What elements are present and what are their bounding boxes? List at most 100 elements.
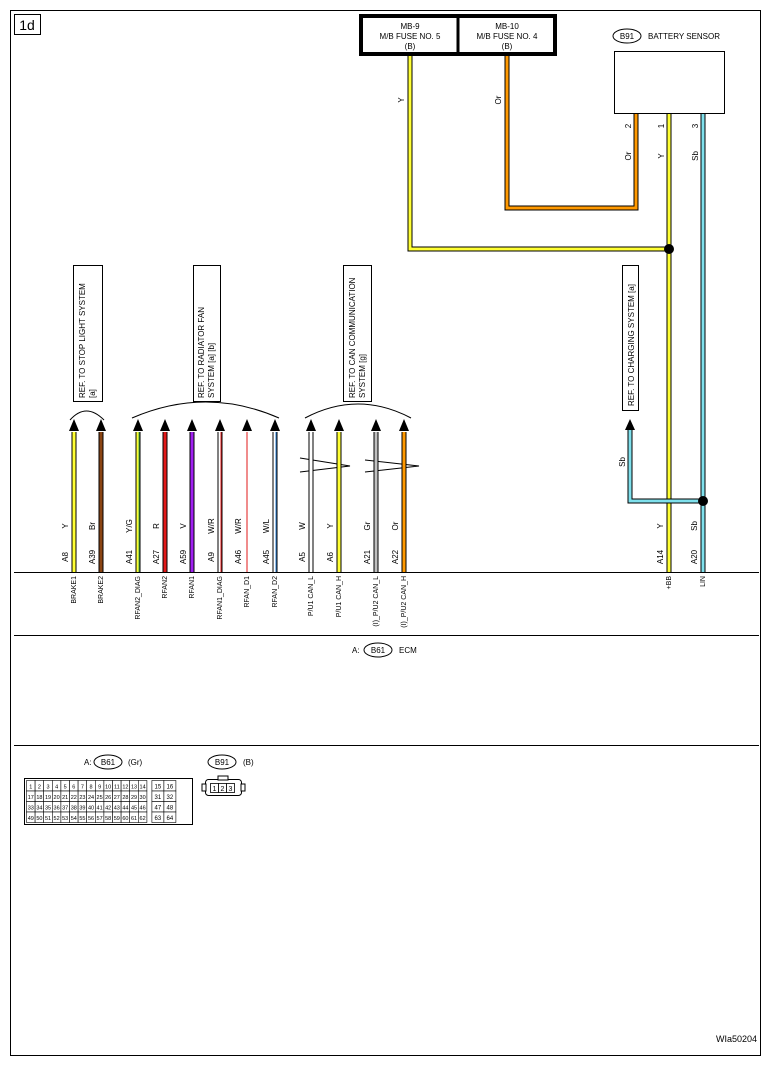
pin-number: 24 [88,795,94,801]
pin-number: 33 [28,806,34,812]
wire-color-label: Y/G [125,519,134,533]
signal-label: +BB [666,576,673,590]
pin-number: 19 [45,795,51,801]
arrow-head-icon [242,419,252,431]
pin-label: A6 [326,552,335,562]
signal-label: (I)_P/U2 CAN_H [401,576,408,628]
pin-number: 7 [81,785,84,791]
page-frame [10,10,761,1056]
pin-number: 58 [105,816,111,822]
pin-number: 49 [28,816,34,822]
arrow-head-icon [96,419,106,431]
wire-color-label: Br [88,522,97,530]
pin-number: 60 [122,816,128,822]
pin-number: 57 [97,816,103,822]
pin-number: 20 [54,795,60,801]
pin-label: A45 [262,549,271,564]
wire-color-label: Y [397,97,406,103]
svg-text:REF. TO RADIATOR FAN: REF. TO RADIATOR FAN [197,307,206,398]
connector-b-color: (B) [243,758,254,767]
pin-number: 47 [155,806,162,812]
pin-number: 4 [55,785,58,791]
signal-label: LIN [700,576,707,587]
pin-number: 39 [79,806,85,812]
pin-label: A5 [298,552,307,562]
wire-color-label: Or [494,95,503,104]
fuse-mb10-id: MB-10 [495,22,519,31]
wire-color-label: Y [326,523,335,529]
pin-number: 3 [46,785,49,791]
pin-number: 52 [54,816,60,822]
connector-b-code: B91 [215,758,230,767]
pin-label: A41 [125,549,134,564]
pin-number: 1 [29,785,32,791]
pin-number: 29 [131,795,137,801]
wire-color-label: W/R [207,518,216,534]
pin-number: 26 [105,795,111,801]
battery-sensor-code: B91 [620,32,635,41]
pin-number: 30 [140,795,146,801]
pin-number: 17 [28,795,34,801]
battery-sensor: B91 BATTERY SENSOR [612,28,725,114]
wire-color-label: Or [391,521,400,530]
twisted-pair-marks [299,457,420,473]
arrow-head-icon [133,419,143,431]
supply-wire-labels: Y Or 2 1 3 Or Y Sb Sb [397,95,700,467]
pin-label: A59 [179,549,188,564]
pin-number: 62 [140,816,146,822]
pin-number: 2 [38,785,41,791]
signal-label: RFAN_D2 [272,576,279,608]
pin-number: 32 [167,795,174,801]
pin-number: 44 [122,806,128,812]
connector-a-prefix: A: [84,758,92,767]
wire-color-label: Y [657,153,666,159]
page-label-text: 1d [19,17,35,33]
ecm-name: ECM [399,646,417,655]
pin-number: 38 [71,806,77,812]
svg-text:REF. TO STOP LIGHT SYSTEM: REF. TO STOP LIGHT SYSTEM [78,283,87,398]
sensor-pin-label: 3 [691,123,700,128]
svg-text:REF. TO CAN COMMUNICATION: REF. TO CAN COMMUNICATION [348,277,357,398]
svg-text:[a]: [a] [88,389,97,398]
signal-label: RFAN1 [189,576,196,599]
pin-number: 48 [167,806,174,812]
pin-label: A46 [234,549,243,564]
svg-text:1: 1 [213,786,217,793]
sensor-pin-label: 1 [657,123,666,128]
pin-label: A9 [207,552,216,562]
pin-number: 14 [140,785,146,791]
arrow-head-icon [160,419,170,431]
ref-stop-light: REF. TO STOP LIGHT SYSTEM [a] [73,265,103,402]
pin-number: 51 [45,816,51,822]
arrow-head-icon [334,419,344,431]
pin-number: 35 [45,806,51,812]
ecm-prefix: A: [352,646,360,655]
ref-can-communication: REF. TO CAN COMMUNICATION SYSTEM [g] [343,265,372,402]
ecm-code: B61 [371,646,386,655]
arrow-head-icon [399,419,409,431]
wire-color-label: W/L [262,518,271,533]
wire-color-label: Gr [363,521,372,530]
arrow-head-icon [187,419,197,431]
pin-number: 11 [114,785,120,791]
ecm-wires: YA8BRAKE1BrA39BRAKE2Y/GA41RFAN2_DIAGRA27… [61,419,707,628]
fuse-mb10-name: M/B FUSE NO. 4 [477,32,538,41]
pin-number: 15 [155,785,162,791]
svg-text:REF. TO CHARGING SYSTEM [a]: REF. TO CHARGING SYSTEM [a] [627,284,636,406]
signal-label: RFAN_D1 [244,576,251,608]
pin-number: 63 [155,816,162,822]
wire-color-label: Sb [618,457,627,467]
pin-number: 18 [36,795,42,801]
svg-text:SYSTEM [a] [b]: SYSTEM [a] [b] [207,343,216,398]
wire-color-label: Y [656,523,665,529]
